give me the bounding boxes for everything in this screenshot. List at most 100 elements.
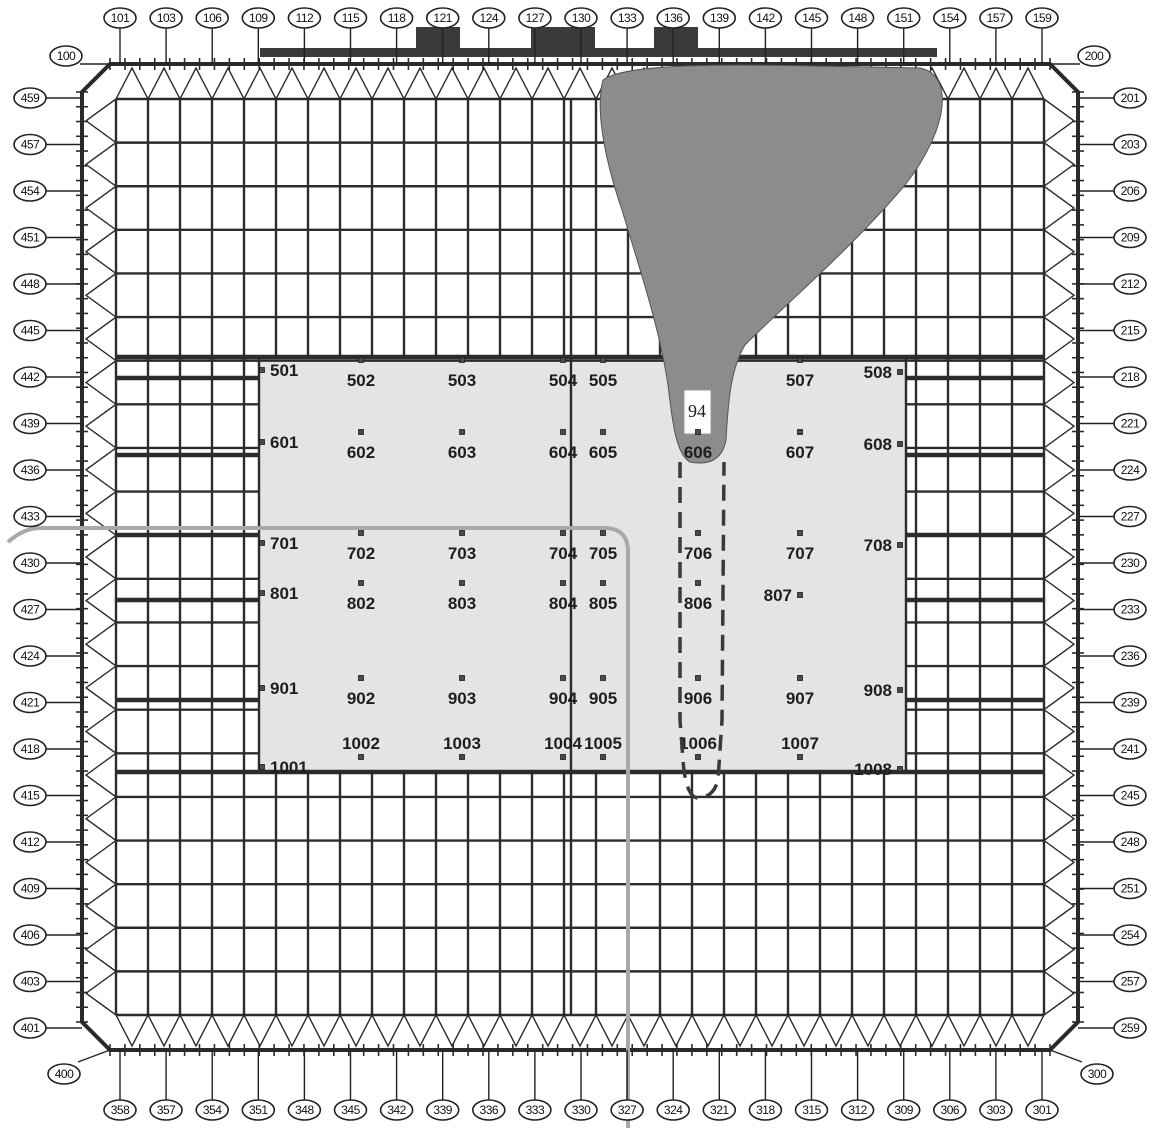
panel-point-marker [560, 357, 566, 363]
right-edge-label: 245 [1121, 789, 1140, 803]
panel-point-marker [600, 530, 606, 536]
top-edge-label: 124 [480, 11, 499, 25]
panel-point-label: 906 [684, 689, 712, 708]
left-edge-label: 424 [21, 649, 40, 663]
panel-point-label: 605 [589, 443, 617, 462]
bottom-edge-label: 312 [848, 1103, 867, 1117]
right-edge-label: 201 [1121, 91, 1140, 105]
bottom-zigzag [115, 1013, 1045, 1048]
bottom-edge-label: 358 [111, 1103, 130, 1117]
corner-label-bottom-right: 300 [1088, 1067, 1107, 1081]
corner-leader [77, 1049, 111, 1063]
top-edge-label: 109 [249, 11, 268, 25]
bottom-edge-label: 301 [1033, 1103, 1052, 1117]
panel-point-label: 502 [347, 371, 375, 390]
panel-point-label: 802 [347, 594, 375, 613]
top-edge-label: 142 [756, 11, 775, 25]
panel-point-label: 805 [589, 594, 617, 613]
top-edge-label-bubble [379, 7, 414, 29]
bottom-edge-label-bubble [471, 1099, 506, 1121]
panel-point-label: 505 [589, 371, 617, 390]
panel-point-marker [560, 675, 566, 681]
panel-point-label: 601 [270, 433, 298, 452]
top-edge-label-bubble [564, 7, 598, 29]
callout-label: 94 [688, 401, 706, 421]
bottom-edge-label: 354 [203, 1103, 222, 1117]
left-edge-label: 418 [21, 742, 40, 756]
panel-point-label: 603 [448, 443, 476, 462]
right-edge-label-bubble [1113, 366, 1147, 388]
right-edge-label-bubble [1113, 319, 1147, 342]
right-edge-label-bubble [1113, 552, 1147, 574]
bottom-edge-label: 357 [157, 1103, 176, 1117]
left-edge-label: 415 [21, 789, 40, 803]
panel-point-label: 1004 [544, 734, 582, 753]
right-edge-label-bubble [1113, 459, 1147, 481]
top-edge-label: 130 [572, 11, 591, 25]
top-edge-label-bubble [886, 7, 921, 29]
left-zigzag [84, 98, 118, 1016]
top-edge-label-bubble [287, 7, 322, 29]
panel-point-marker [695, 530, 701, 536]
right-edge-label-bubble [1113, 180, 1147, 202]
top-edge-label: 106 [203, 11, 222, 25]
bottom-edge-label: 318 [756, 1103, 775, 1117]
panel-point-marker [695, 754, 701, 760]
top-edge-label-bubble [979, 7, 1013, 29]
panel-point-label: 604 [549, 443, 578, 462]
bottom-edge-label: 327 [618, 1103, 637, 1117]
bottom-edge-label-bubble [425, 1099, 460, 1121]
left-edge-label: 439 [21, 417, 40, 431]
top-edge-label-bubble [195, 7, 229, 29]
right-edge-label: 224 [1121, 463, 1140, 477]
bottom-edge-label-bubble [103, 1099, 137, 1121]
panel-point-label: 1006 [679, 734, 717, 753]
bottom-edge-label-bubble [886, 1099, 921, 1121]
right-edge-label: 212 [1121, 277, 1140, 291]
bottom-edge-label-bubble [241, 1099, 276, 1121]
top-edge-label: 139 [710, 11, 729, 25]
right-edge-label: 251 [1121, 882, 1140, 896]
bottom-edge-label-bubble [979, 1099, 1013, 1121]
top-edge-label: 118 [388, 11, 406, 25]
left-edge-label: 406 [21, 928, 40, 942]
panel-point-label: 904 [549, 689, 578, 708]
panel-point-label: 702 [347, 544, 375, 563]
panel-point-label: 503 [448, 371, 476, 390]
panel-point-label: 1002 [342, 734, 380, 753]
right-edge-label: 236 [1121, 649, 1140, 663]
left-edge-label-bubble [13, 970, 47, 993]
left-edge-label-bubble [13, 691, 47, 714]
panel-point-marker [797, 754, 803, 760]
panel-point-marker [600, 675, 606, 681]
left-edge-label-bubble [13, 459, 47, 481]
left-edge-label-bubble [13, 273, 47, 295]
bottom-edge-label: 336 [480, 1103, 499, 1117]
left-edge-label: 427 [21, 603, 40, 617]
panel-point-marker [358, 357, 364, 363]
panel-point-marker [358, 429, 364, 435]
panel-point-marker [560, 429, 566, 435]
top-edge-label-bubble [748, 7, 783, 29]
top-edge-label-bubble [425, 7, 460, 29]
right-edge-label-bubble [1113, 970, 1147, 993]
top-edge-label: 127 [526, 11, 545, 25]
top-edge-label: 145 [802, 11, 821, 25]
panel-point-marker [560, 754, 566, 760]
corner-label-top-left: 100 [57, 49, 76, 63]
right-edge-label-bubble [1113, 226, 1147, 249]
left-edge-label-bubble [13, 366, 47, 388]
right-edge-label: 233 [1121, 603, 1140, 617]
panel-point-marker [897, 766, 903, 772]
top-edge-label-bubble [471, 7, 506, 29]
top-edge-label-bubble [794, 7, 829, 29]
top-edge-label-bubble [656, 7, 691, 29]
panel-point-marker [259, 590, 265, 596]
panel-point-marker [259, 367, 265, 373]
left-edge-label-bubble [13, 645, 47, 667]
corner-leader [1049, 1049, 1083, 1063]
left-edge-label: 445 [21, 324, 40, 338]
panel-point-marker [600, 580, 606, 586]
panel-point-marker [695, 429, 701, 435]
top-edge-label-bubble [932, 7, 967, 29]
